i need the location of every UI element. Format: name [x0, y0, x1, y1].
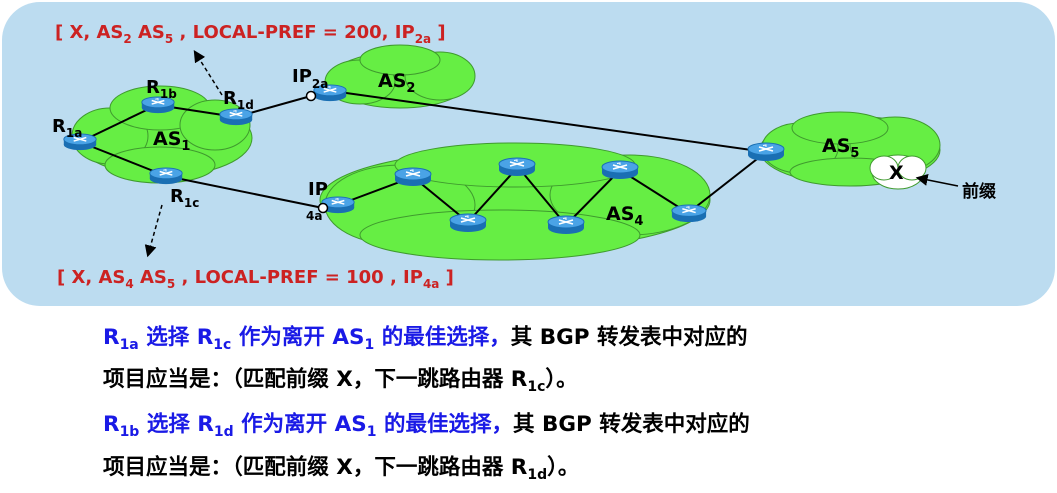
- ip4a-sub-label: 4a: [306, 209, 322, 223]
- ip2a-interface-dot: [305, 90, 317, 102]
- as1-label: AS1: [153, 128, 190, 154]
- r1d-label: R1d: [223, 88, 254, 112]
- arrow-prefix: [915, 173, 959, 187]
- r1b-label: R1b: [146, 77, 177, 101]
- link-r1c-ip4a: [165, 175, 324, 209]
- as2-label: AS2: [378, 70, 415, 96]
- router-as4-1: [394, 167, 432, 187]
- as4-label: AS4: [606, 203, 643, 229]
- router-as4-6: [671, 204, 707, 223]
- router-as4-4: [547, 215, 585, 235]
- r1c-label: R1c: [170, 186, 199, 210]
- bgp-diagram: [ X, AS2 AS5 , LOCAL-PREF = 200, IP2a ] …: [2, 2, 1055, 306]
- prefix-cloud: [869, 154, 927, 190]
- prefix-label: 前缀: [962, 181, 997, 202]
- router-as4-3: [498, 157, 536, 177]
- as5-label: AS5: [822, 135, 859, 161]
- router-as4-2: [449, 213, 487, 233]
- ip4a-label: IP: [308, 179, 328, 200]
- r1a-label: R1a: [52, 116, 82, 140]
- caption-2-rest: 其 BGP 转发表中对应的: [512, 412, 750, 437]
- router-r1c: [149, 167, 183, 185]
- caption-2-highlight: R1b 选择 R1d 作为离开 AS1 的最佳选择，: [103, 412, 513, 440]
- caption-1-rest: 其 BGP 转发表中对应的: [510, 325, 748, 350]
- router-as5: [747, 142, 785, 162]
- arrow-to-bottom-annotation: [144, 204, 163, 258]
- ip2a-label: IP2a: [292, 66, 328, 91]
- caption-1-highlight: R1a 选择 R1c 作为离开 AS1 的最佳选择，: [103, 325, 511, 353]
- caption-1-line-2: 项目应当是：（匹配前缀 X，下一跳路由器 R1c）。: [103, 367, 578, 395]
- ip4a-interface-dot: [317, 202, 329, 214]
- caption-2-line-2: 项目应当是：（匹配前缀 X，下一跳路由器 R1d）。: [103, 455, 580, 483]
- prefix-x-label: X: [889, 162, 904, 184]
- as1-cloud: [71, 85, 253, 184]
- arrow-to-top-annotation: [193, 49, 223, 96]
- annotation-top: [ X, AS2 AS5 , LOCAL-PREF = 200, IP2a ]: [55, 22, 446, 46]
- caption-2-line-1: R1b 选择 R1d 作为离开 AS1 的最佳选择，其 BGP 转发表中对应的: [103, 412, 750, 440]
- router-as4-5: [601, 160, 639, 180]
- link-as2-as5: [331, 90, 767, 153]
- as2-cloud: [324, 44, 476, 109]
- caption-1-line-1: R1a 选择 R1c 作为离开 AS1 的最佳选择，其 BGP 转发表中对应的: [103, 325, 748, 353]
- annotation-bottom: [ X, AS4 AS5 , LOCAL-PREF = 100 , IP4a ]: [57, 267, 454, 291]
